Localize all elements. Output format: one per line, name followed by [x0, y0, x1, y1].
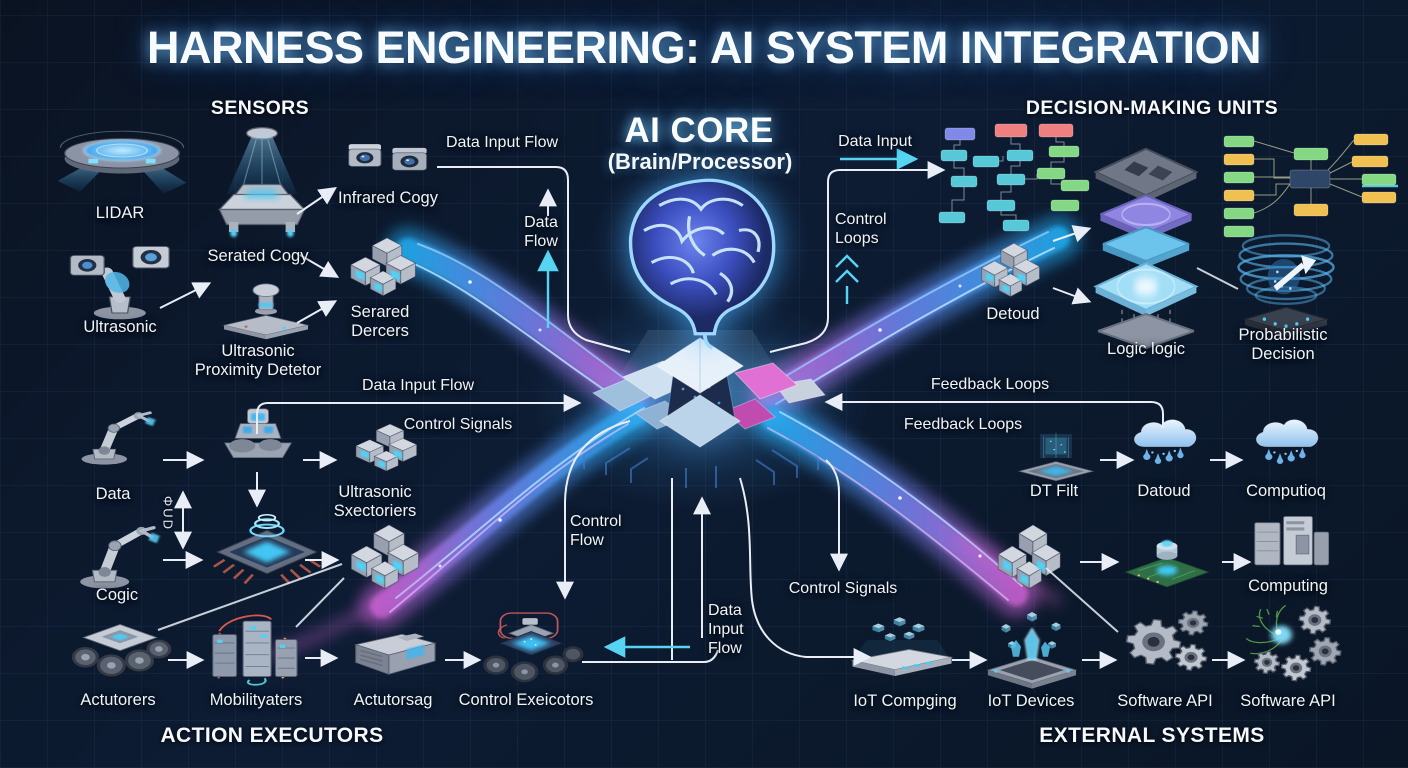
label-router: IoT Compging: [853, 692, 957, 710]
ai-core-title: AI CORE: [624, 111, 774, 150]
label-dtfilt: DT Filt: [1029, 482, 1079, 500]
device-fc_right-flowchart-right-icon: [1216, 126, 1404, 244]
label-data-input-flow-top: Data Input Flow: [445, 134, 559, 151]
label-gears1: Software API: [1117, 692, 1213, 710]
ai-core-subtitle: (Brain/Processor): [607, 149, 793, 174]
label-servers: Computing: [1248, 577, 1328, 595]
label-uprox: Ultrasonic Proximity Detetor: [194, 342, 322, 380]
device-gears1-gears-icon: [1112, 604, 1216, 690]
device-ultrasonic-camera-arm-icon: [60, 232, 190, 322]
label-serated_cogy: Serated Cogy: [207, 247, 309, 265]
device-cloud1-cloud-rain-icon: [1126, 415, 1206, 487]
device-chip1-chip-pins-icon: [208, 503, 326, 601]
section-header-action-executors: ACTION EXECUTORS: [160, 724, 384, 747]
label-ctrl_exe: Control Exeicotors: [458, 691, 594, 709]
device-fc_left-flowchart-left-icon: [933, 116, 1097, 236]
label-data-flow: Data Flow: [524, 214, 558, 250]
device-prob-holo-bowl-icon: [1232, 220, 1340, 338]
label-data_arm: Data: [95, 485, 131, 503]
label-cloud1: Datoud: [1137, 482, 1191, 500]
device-serared-cube-cluster-icon: [338, 228, 436, 308]
device-serated_cogy-scan-platform-icon: [203, 122, 321, 247]
label-gears2: Software API: [1240, 692, 1336, 710]
crystal-core-hub: [591, 337, 826, 448]
label-detoud: Detoud: [986, 305, 1040, 323]
device-greenchip-green-chip-icon: [1120, 518, 1214, 600]
label-prob: Probabilistic Decision: [1238, 326, 1328, 364]
device-logic-layer-stack-icon: [1086, 136, 1206, 350]
label-serared: Serared Dercers: [350, 303, 410, 341]
device-mobilityaters-wired-towers-icon: [202, 606, 310, 690]
label-data-input-flow-mid: Data Input Flow: [361, 377, 475, 394]
device-cloud2-cloud-rain-icon: [1248, 415, 1328, 487]
device-uprox-proximity-sensor-icon: [216, 272, 316, 342]
label-logic: Logic logic: [1107, 340, 1185, 358]
label-cogic_arm: Cogic: [95, 586, 139, 604]
device-infrared-camera-pair-icon: [343, 128, 438, 190]
label-vertical-flow: ΦUD: [160, 495, 176, 532]
device-dtfilt-chip-holo-icon: [1012, 428, 1100, 488]
device-brain-brain-icon: [606, 170, 796, 350]
device-iotplat-iot-platform-icon: [982, 608, 1082, 692]
label-iotplat: IoT Devices: [987, 692, 1075, 710]
section-header-external-systems: EXTERNAL SYSTEMS: [1039, 724, 1265, 747]
label-data-input: Data Input: [838, 133, 912, 150]
label-feedback-loops-top: Feedback Loops: [930, 376, 1050, 393]
label-control-signals-left: Control Signals: [403, 416, 513, 433]
device-servers-server-boxes-icon: [1244, 504, 1334, 582]
device-ctrl_exe-wheeled-chip-icon: [474, 608, 584, 692]
label-data-input-flow-bottom: Data Input Flow: [708, 602, 744, 657]
label-control-signals-right: Control Signals: [788, 580, 898, 597]
label-control-loops: Control Loops: [835, 211, 887, 247]
device-actutorsag-machine-box-icon: [336, 618, 446, 692]
device-cubes1-cube-cluster-icon: [344, 416, 436, 481]
label-actutorers: Actutorers: [80, 691, 156, 709]
label-feedback-loops-mid: Feedback Loops: [903, 416, 1023, 433]
section-header-sensors: SENSORS: [210, 97, 310, 119]
label-ultrasonic: Ultrasonic: [83, 318, 157, 336]
device-cubes2-cube-cluster-icon: [338, 514, 440, 602]
label-actutorsag: Actutorsag: [353, 691, 433, 709]
device-detoud-cube-cluster-icon: [970, 234, 1058, 308]
label-mobilityaters: Mobilityaters: [209, 691, 303, 709]
device-cogic_arm-robot-arm-icon: [70, 508, 172, 590]
label-cloud2: Computioq: [1246, 482, 1326, 500]
section-header-decision-making: DECISION-MAKING UNITS: [1025, 97, 1279, 119]
device-lidar-lidar-icon: [52, 122, 192, 214]
device-data_arm-robot-arm-icon: [72, 396, 167, 466]
label-infrared: Infrared Cogy: [338, 189, 438, 207]
label-lidar: LIDAR: [95, 204, 145, 222]
device-actutorers-wheeled-robot-icon: [66, 608, 174, 690]
page-title: HARNESS ENGINEERING: AI SYSTEM INTEGRATI…: [146, 22, 1262, 73]
label-cubes1: Ultrasonic Sxectoriers: [333, 483, 417, 521]
device-cubes3-cube-cluster-icon: [986, 514, 1080, 602]
device-gears2-gears-green-icon: [1242, 598, 1346, 690]
label-control-flow: Control Flow: [570, 513, 622, 549]
